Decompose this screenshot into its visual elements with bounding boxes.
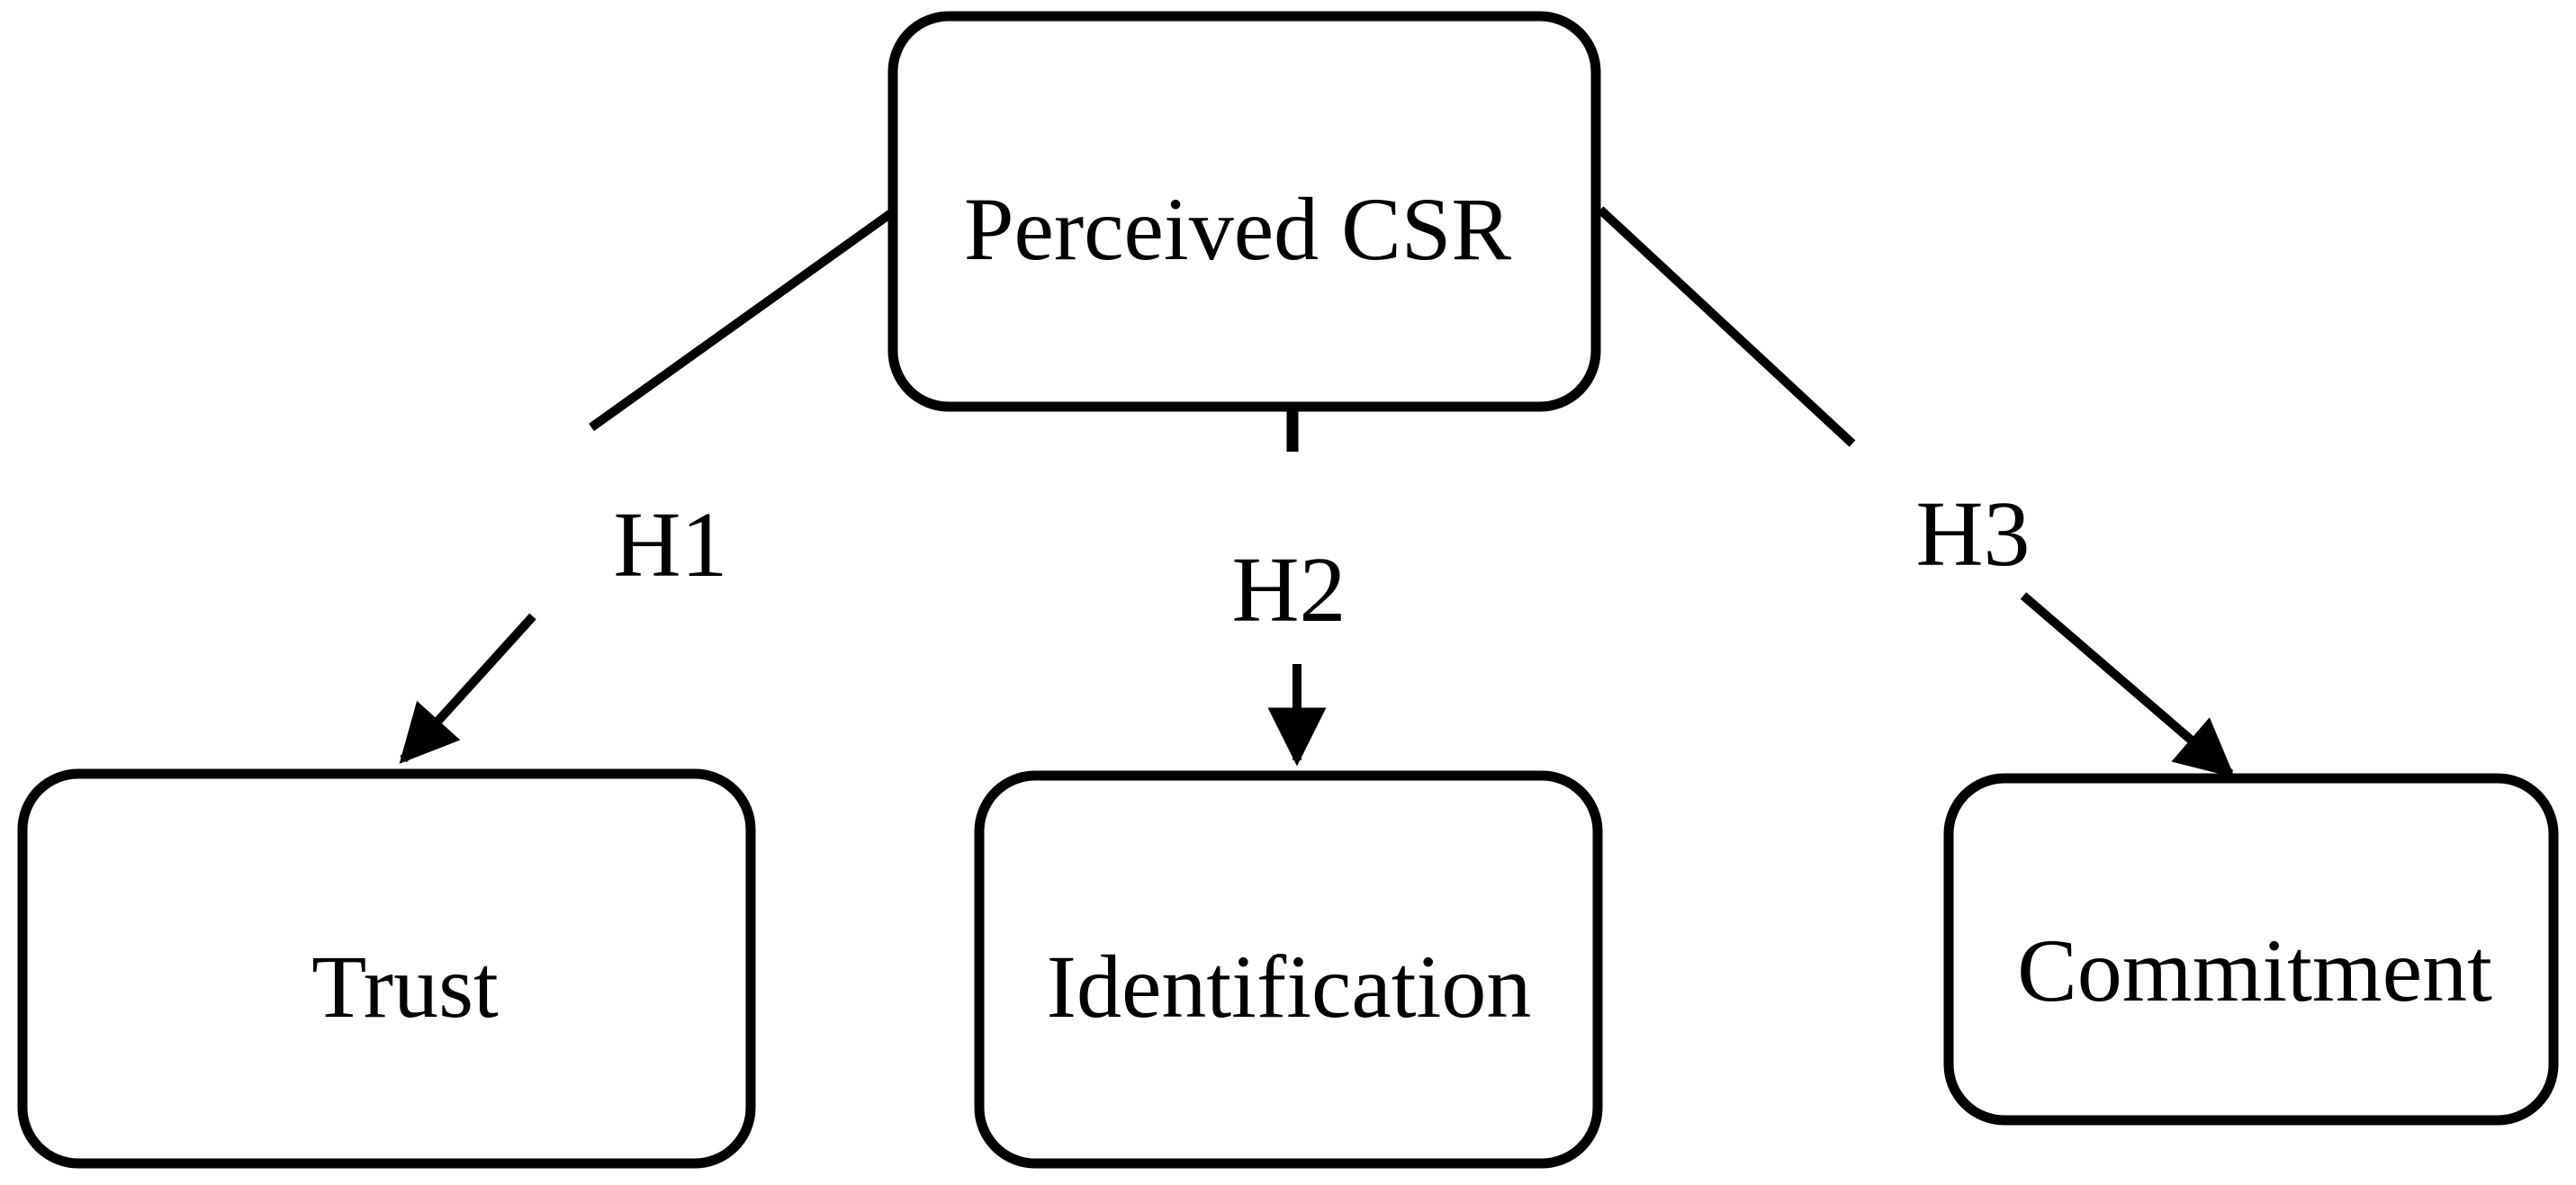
edge-h1-upper-segment: [589, 209, 894, 432]
edge-h1: H1: [399, 209, 894, 764]
node-commitment-box: [1943, 773, 2559, 1126]
edge-h3-upper-segment: [1597, 206, 1856, 447]
edge-h2-label: H2: [1231, 538, 1346, 642]
node-identification: Identification: [974, 770, 1603, 1169]
node-trust-box: [17, 768, 756, 1169]
edge-h3-label: H3: [1915, 482, 2030, 586]
node-commitment: Commitment: [1943, 773, 2559, 1126]
node-trust-label: Trust: [311, 937, 499, 1037]
node-perceived-csr: Perceived CSR: [887, 11, 1601, 412]
node-identification-box: [974, 770, 1603, 1169]
node-perceived-csr-label: Perceived CSR: [964, 179, 1512, 279]
edge-h2: H2: [1231, 407, 1347, 767]
edge-h1-label: H1: [613, 493, 727, 597]
edge-h1-arrow-segment: [399, 613, 536, 764]
node-identification-label: Identification: [1047, 937, 1532, 1037]
edge-h3: H3: [1597, 206, 2235, 778]
edge-h3-arrow-segment: [2020, 592, 2235, 778]
node-trust: Trust: [17, 768, 756, 1169]
node-perceived-csr-box: [887, 11, 1601, 412]
node-commitment-label: Commitment: [2017, 920, 2492, 1020]
